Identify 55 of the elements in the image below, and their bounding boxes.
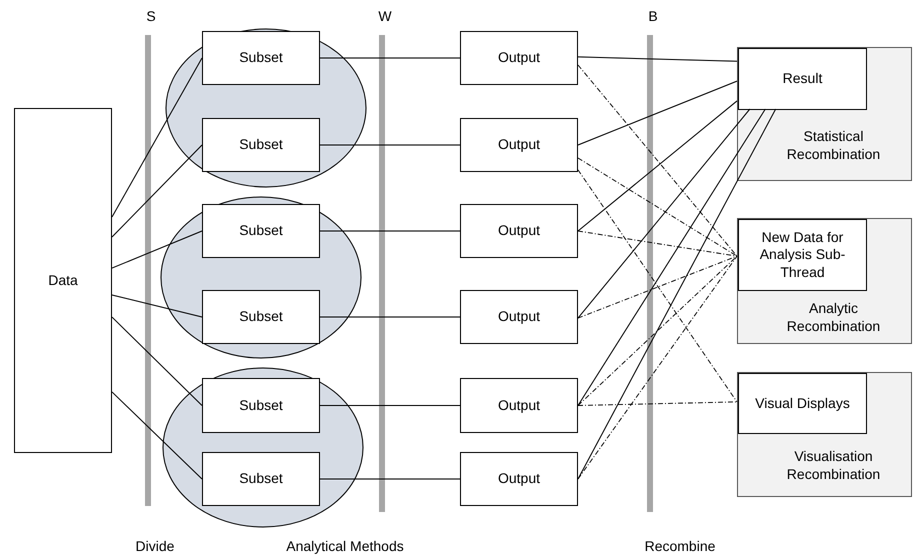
process-box: Output bbox=[460, 204, 578, 258]
connector-line bbox=[112, 391, 202, 480]
connector-line bbox=[320, 405, 460, 406]
connector-line bbox=[320, 478, 460, 480]
process-box: Subset bbox=[202, 378, 320, 433]
connector-line bbox=[320, 316, 460, 318]
dashed-connector bbox=[578, 64, 738, 257]
dashed-connector bbox=[578, 256, 738, 480]
group-panel bbox=[737, 218, 912, 344]
connector-line bbox=[578, 100, 738, 232]
process-box: Data bbox=[14, 108, 112, 453]
group-ellipse bbox=[165, 28, 367, 188]
process-box: Subset bbox=[202, 452, 320, 506]
axis-label: Analytical Methods bbox=[286, 538, 404, 554]
connector-line bbox=[578, 108, 766, 406]
dashed-connector bbox=[578, 256, 738, 406]
connector-line bbox=[112, 230, 202, 269]
group-ellipse bbox=[162, 367, 364, 528]
process-box: Output bbox=[460, 290, 578, 344]
group-panel bbox=[737, 372, 912, 497]
axis-label: W bbox=[378, 8, 392, 24]
group-ellipse bbox=[160, 196, 362, 359]
process-box: Subset bbox=[202, 31, 320, 85]
process-box: Subset bbox=[202, 290, 320, 344]
connector-line bbox=[320, 144, 460, 146]
axis-label: Recombine bbox=[644, 538, 716, 554]
group-label: Statistical Recombination bbox=[786, 126, 882, 164]
connector-line bbox=[112, 294, 202, 318]
process-box: Subset bbox=[202, 204, 320, 258]
group-panel bbox=[737, 47, 912, 181]
connector-line bbox=[578, 56, 738, 62]
group-label: Visualisation Recombination bbox=[786, 446, 882, 484]
axis-label: Divide bbox=[136, 538, 174, 554]
dashed-connector bbox=[578, 256, 738, 319]
dashed-connector bbox=[578, 169, 738, 402]
dashed-connector bbox=[578, 401, 738, 406]
connector-line bbox=[578, 108, 750, 319]
process-box: Visual Displays bbox=[738, 373, 867, 434]
process-box: Subset bbox=[202, 118, 320, 172]
process-box: Output bbox=[460, 31, 578, 85]
connector-line bbox=[112, 316, 202, 406]
process-box: Output bbox=[460, 378, 578, 433]
process-box: Output bbox=[460, 118, 578, 172]
process-box: Result bbox=[738, 48, 867, 110]
group-label: Analytic Recombination bbox=[786, 298, 882, 336]
dashed-connector bbox=[578, 158, 738, 257]
connector-line bbox=[320, 230, 460, 232]
axis-label: B bbox=[648, 8, 658, 24]
connector-line bbox=[578, 80, 738, 146]
connector-line bbox=[578, 108, 776, 480]
process-box: New Data for Analysis Sub-Thread bbox=[738, 219, 867, 291]
dashed-connector bbox=[578, 230, 738, 257]
connector-line bbox=[112, 144, 202, 238]
process-box: Output bbox=[460, 452, 578, 506]
axis-label: S bbox=[146, 8, 156, 24]
